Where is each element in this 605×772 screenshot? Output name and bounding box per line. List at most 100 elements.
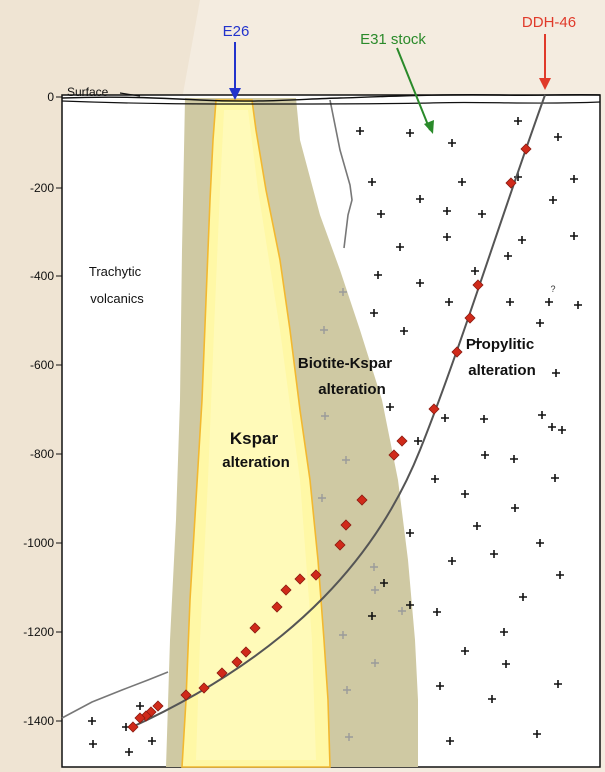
sample-marker — [464, 312, 476, 324]
sample-marker — [428, 403, 440, 415]
propylitic-cross — [368, 612, 376, 620]
sample-marker — [280, 584, 292, 596]
sample-marker — [180, 689, 192, 701]
propylitic-cross — [490, 550, 498, 558]
propylitic-cross — [480, 415, 488, 423]
propylitic-cross — [478, 210, 486, 218]
depth-tick-label: -800 — [30, 447, 54, 461]
propylitic-label-line1: Propylitic — [466, 336, 534, 353]
propylitic-cross — [136, 702, 144, 710]
propylitic-cross — [461, 647, 469, 655]
propylitic-cross — [519, 593, 527, 601]
propylitic-cross — [461, 490, 469, 498]
biotite-cross — [320, 326, 328, 334]
e31-arrow — [396, 47, 434, 134]
question-mark: ? — [550, 284, 555, 294]
propylitic-cross — [380, 579, 388, 587]
propylitic-cross — [433, 608, 441, 616]
sample-marker — [127, 721, 139, 733]
sample-marker — [240, 646, 252, 658]
e26-label: E26 — [223, 23, 250, 40]
surface-leader — [119, 92, 141, 97]
e31-contact-line — [329, 99, 353, 249]
biotite-label-line1: Biotite-Kspar — [298, 355, 392, 372]
propylitic-cross — [148, 737, 156, 745]
depth-tick-label: -1200 — [23, 625, 54, 639]
propylitic-cross — [89, 740, 97, 748]
propylitic-cross — [511, 504, 519, 512]
biotite-cross — [398, 607, 406, 615]
biotite-cross — [370, 563, 378, 571]
ddh-arrow — [539, 34, 551, 90]
propylitic-cross — [504, 252, 512, 260]
propylitic-cross — [406, 601, 414, 609]
biotite-cross — [321, 412, 329, 420]
propylitic-cross — [510, 455, 518, 463]
biotite-cross — [342, 456, 350, 464]
drillhole-samples — [127, 143, 532, 733]
propylitic-cross — [443, 207, 451, 215]
propylitic-cross — [431, 475, 439, 483]
propylitic-cross — [471, 267, 479, 275]
propylitic-cross — [416, 195, 424, 203]
sample-marker — [396, 435, 408, 447]
propylitic-cross — [548, 423, 556, 431]
surface-line — [61, 94, 601, 102]
e31-label: E31 stock — [360, 31, 426, 48]
propylitic-cross — [448, 139, 456, 147]
propylitic-cross — [441, 414, 449, 422]
biotite-cross — [318, 494, 326, 502]
surface-label: Surface — [67, 85, 109, 99]
sample-marker — [231, 656, 243, 668]
depth-tick-label: -1000 — [23, 536, 54, 550]
depth-tick-label: -200 — [30, 181, 54, 195]
surface-line-lower — [61, 100, 601, 105]
propylitic-cross — [386, 403, 394, 411]
biotite-cross-pattern — [318, 288, 406, 741]
kspar-label-line1: Kspar — [230, 429, 279, 448]
propylitic-cross — [558, 426, 566, 434]
propylitic-cross — [536, 319, 544, 327]
biotite-cross — [339, 288, 347, 296]
propylitic-label-line2: alteration — [468, 362, 536, 379]
propylitic-cross — [458, 178, 466, 186]
lower-contact-line — [61, 671, 169, 719]
propylitic-cross — [533, 730, 541, 738]
sample-marker — [216, 667, 228, 679]
drillhole-ddh46 — [129, 94, 546, 729]
propylitic-cross — [502, 660, 510, 668]
sample-marker — [451, 346, 463, 358]
biotite-label-line2: alteration — [318, 381, 386, 398]
propylitic-cross — [436, 682, 444, 690]
biotite-cross — [339, 631, 347, 639]
sample-marker — [334, 539, 346, 551]
depth-axis: 0-200-400-600-800-1000-1200-1400 — [23, 90, 62, 728]
propylitic-cross — [377, 210, 385, 218]
propylitic-cross — [570, 175, 578, 183]
propylitic-cross — [443, 233, 451, 241]
propylitic-cross — [536, 539, 544, 547]
propylitic-cross — [396, 243, 404, 251]
sample-marker — [310, 569, 322, 581]
propylitic-cross — [374, 271, 382, 279]
propylitic-cross — [406, 529, 414, 537]
biotite-cross — [371, 586, 379, 594]
propylitic-cross — [551, 474, 559, 482]
sample-marker — [249, 622, 261, 634]
sample-marker — [294, 573, 306, 585]
propylitic-cross — [574, 301, 582, 309]
depth-tick-label: -400 — [30, 269, 54, 283]
propylitic-cross — [474, 338, 482, 346]
propylitic-cross — [125, 748, 133, 756]
trachytic-label-line1: Trachytic — [89, 264, 142, 279]
sample-marker — [340, 519, 352, 531]
sample-marker — [388, 449, 400, 461]
biotite-cross — [345, 733, 353, 741]
propylitic-cross-pattern — [88, 117, 582, 756]
propylitic-cross — [488, 695, 496, 703]
propylitic-cross — [518, 236, 526, 244]
kspar-label-line2: alteration — [222, 454, 290, 471]
propylitic-cross — [406, 129, 414, 137]
propylitic-cross — [556, 571, 564, 579]
